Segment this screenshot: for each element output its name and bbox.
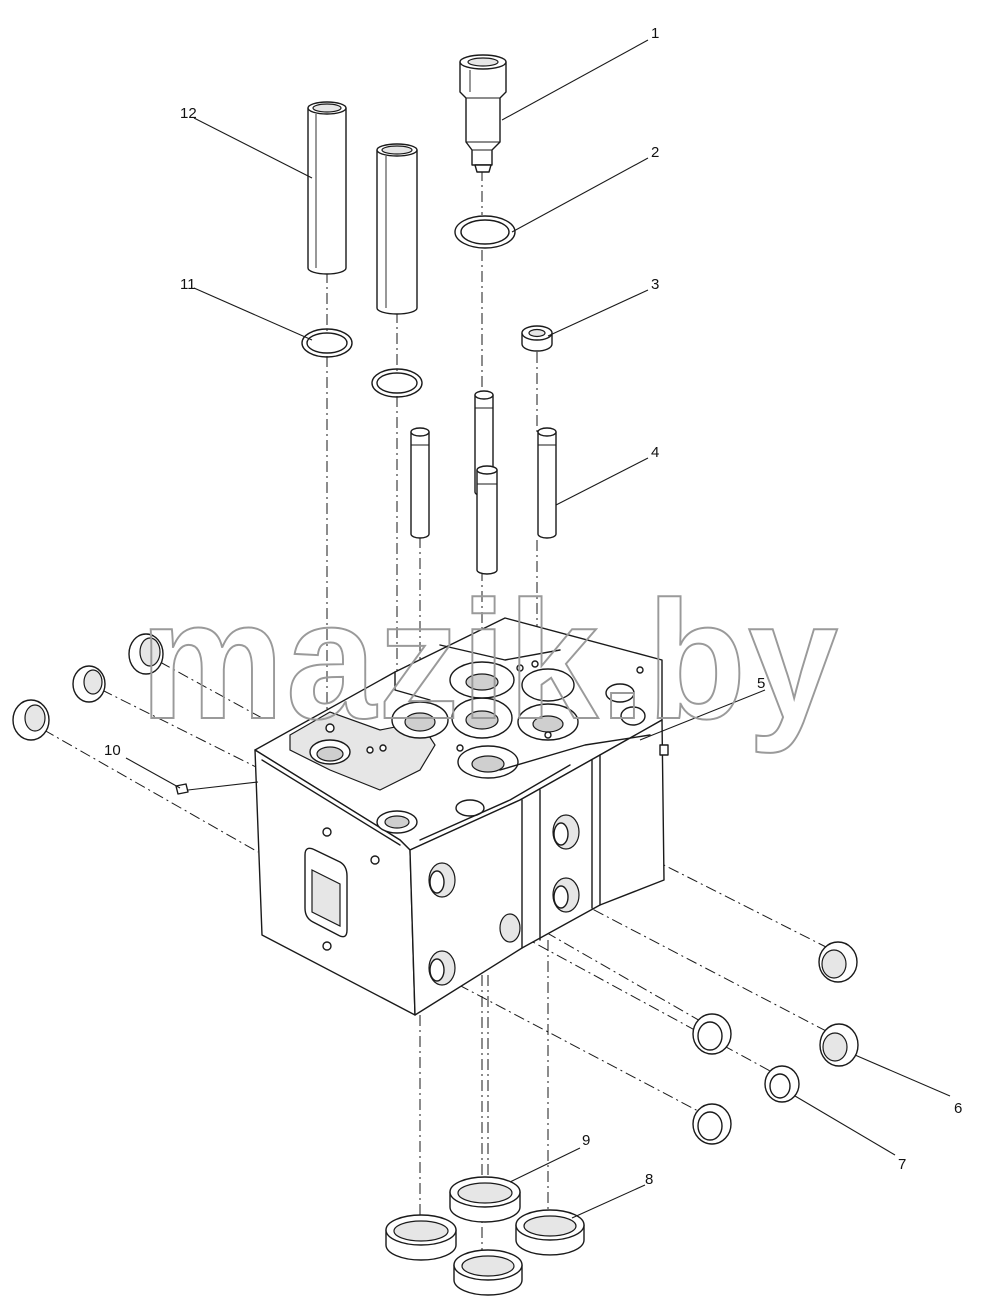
part-1-injector-sleeve: [459, 54, 507, 173]
leader-lines: [125, 39, 951, 1219]
callout-6: 6: [954, 1100, 962, 1117]
part-8-9-seat-rings: [385, 1176, 585, 1296]
left-cup-plugs: [12, 633, 164, 741]
callout-labels: 1 2 3 4 5 6 7 8 9 10 11 12: [104, 25, 962, 1188]
callout-8: 8: [645, 1171, 653, 1188]
callout-3: 3: [651, 276, 659, 293]
callout-12: 12: [180, 105, 197, 122]
watermark-text: mazik.by: [140, 566, 840, 754]
callout-5: 5: [757, 675, 765, 692]
part-3-bush: [521, 325, 553, 352]
callout-11: 11: [180, 276, 196, 293]
part-11-o-rings: [301, 328, 423, 398]
callout-2: 2: [651, 144, 659, 161]
callout-4: 4: [651, 444, 659, 461]
part-5-cylinder-head: [254, 617, 669, 1016]
callout-9: 9: [582, 1132, 590, 1149]
part-12-tubes: [307, 101, 418, 315]
callout-1: 1: [651, 25, 659, 42]
part-4-valve-guides: [410, 390, 557, 575]
part-2-o-ring: [454, 215, 516, 249]
part-6-7-cup-plugs: [692, 941, 859, 1145]
part-10-small-plug: [175, 783, 189, 795]
callout-7: 7: [898, 1156, 906, 1173]
callout-10: 10: [104, 742, 121, 759]
